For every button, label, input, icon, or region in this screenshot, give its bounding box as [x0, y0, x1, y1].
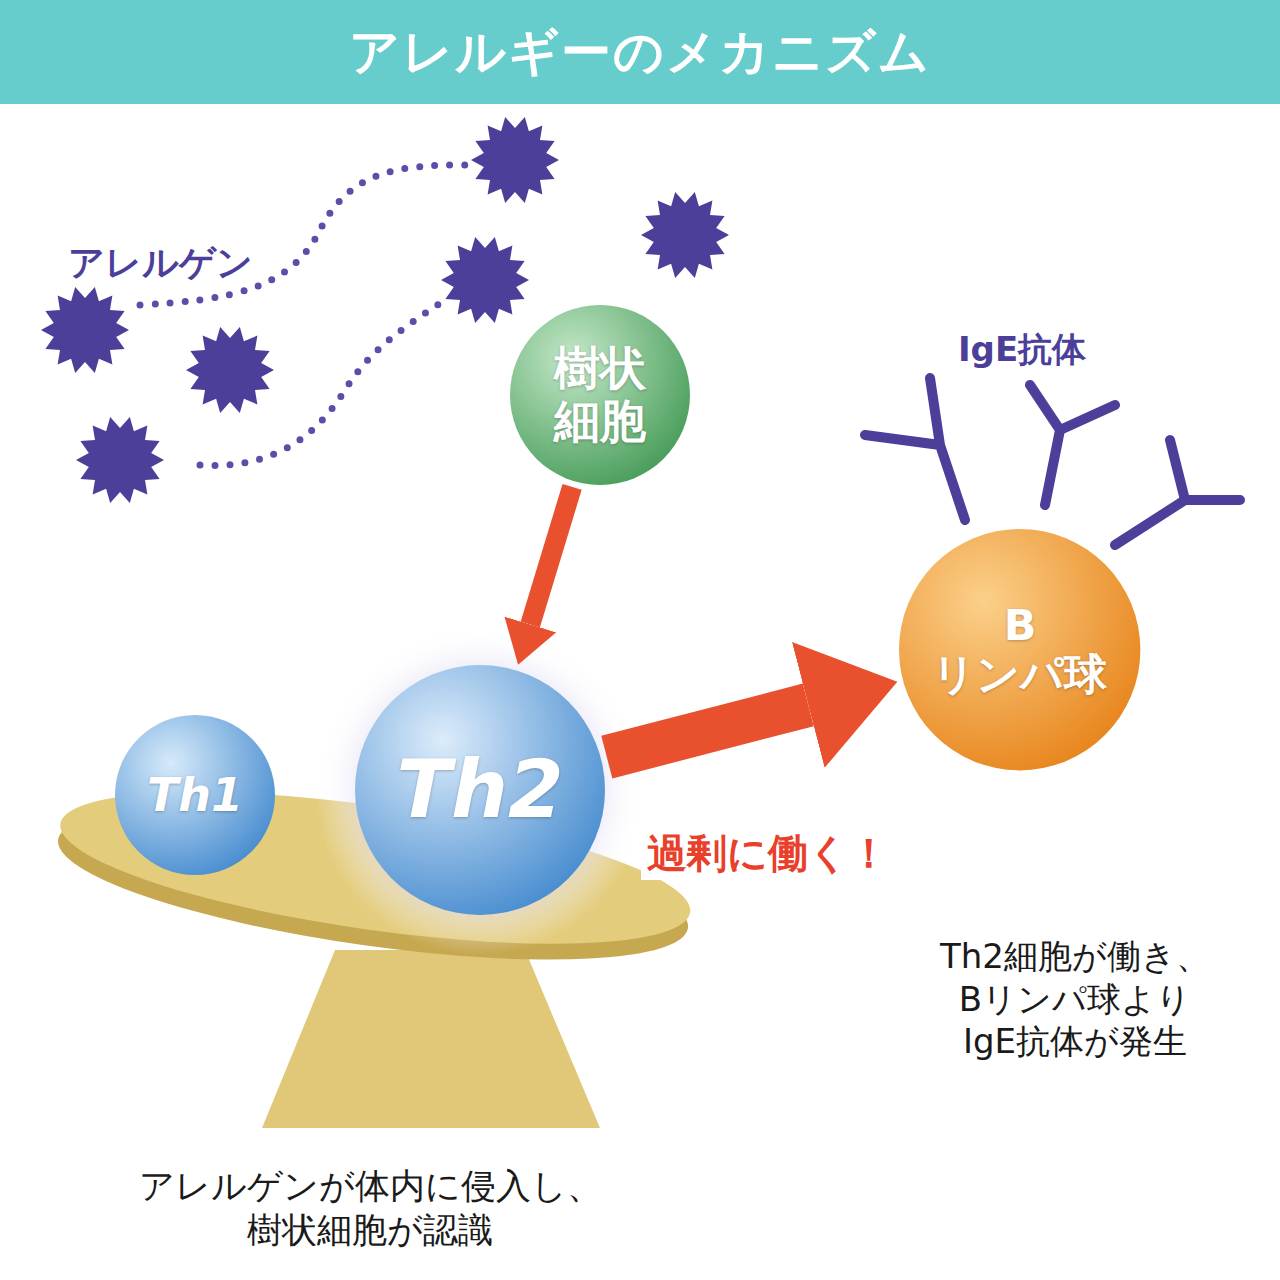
antibody-y — [1115, 440, 1240, 545]
ige-antibodies — [865, 378, 1240, 545]
cell-name: Th2 — [396, 744, 563, 836]
cell-circle: Th1 — [115, 715, 275, 875]
annotation: アレルゲンが体内に侵入し、 樹状細胞が認識 — [139, 1165, 602, 1253]
flow-arrow — [530, 487, 572, 625]
cell-circle: 樹状 細胞 — [510, 305, 690, 485]
cell-name: 樹状 細胞 — [554, 342, 646, 448]
cell-circle: B リンパ球 — [899, 529, 1140, 770]
annotation: アレルゲン — [68, 240, 253, 285]
annotation: Th2細胞が働き、 Bリンパ球より IgE抗体が発生 — [940, 935, 1210, 1063]
annotation: IgE抗体 — [958, 328, 1086, 371]
allergen-particle — [76, 417, 164, 503]
cell-name: Th1 — [147, 769, 243, 822]
circle-outline — [510, 305, 690, 485]
allergen-particle — [471, 117, 559, 203]
dotted-trail — [140, 165, 465, 305]
antibody-y — [865, 378, 965, 520]
allergen-trails — [140, 165, 465, 465]
edge-label: 過剰に働く！ — [641, 826, 895, 880]
allergen-particle — [41, 287, 129, 373]
allergen-particles — [41, 117, 729, 503]
title-band: アレルギーのメカニズム — [0, 0, 1280, 104]
cell-name: B リンパ球 — [932, 601, 1107, 699]
antibody-y — [1030, 385, 1115, 505]
circle-outline — [355, 665, 605, 915]
seesaw-stand — [262, 950, 600, 1128]
allergen-particle — [641, 192, 729, 278]
cell-body — [115, 715, 275, 875]
flow-arrow — [607, 705, 808, 757]
cell-circle: Th2 — [355, 665, 605, 915]
cell-body — [899, 529, 1140, 770]
circle-outline — [115, 715, 275, 875]
title: アレルギーのメカニズム — [349, 19, 931, 86]
circle-outline — [899, 529, 1140, 770]
cell-body — [355, 665, 605, 915]
allergen-particle — [441, 237, 529, 323]
th2-glow — [315, 625, 645, 955]
allergen-particle — [186, 327, 274, 413]
cell-body — [510, 305, 690, 485]
